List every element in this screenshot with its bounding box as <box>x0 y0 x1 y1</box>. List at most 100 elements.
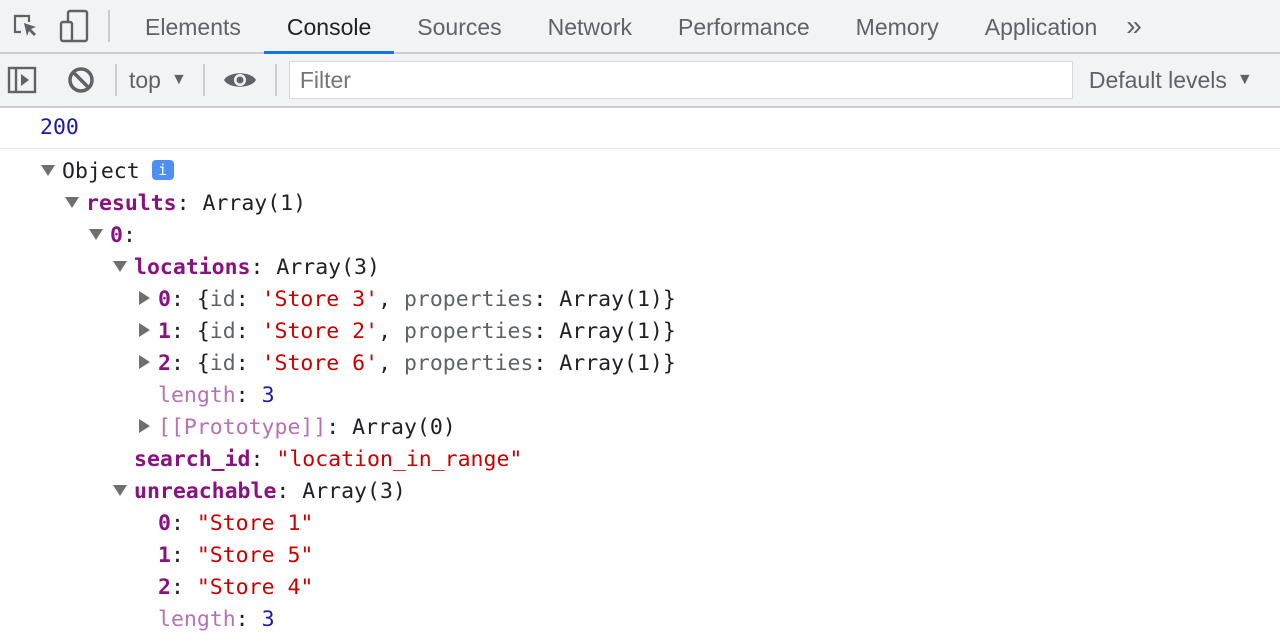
collapsed-triangle-icon[interactable] <box>139 419 150 433</box>
key-separator: : <box>276 479 303 504</box>
tree-row: length: 3 <box>0 380 1280 412</box>
property-key: 0 <box>110 223 123 248</box>
tab-application[interactable]: Application <box>984 14 1098 40</box>
property-value: "Store 4" <box>196 575 314 600</box>
property-key: [[Prototype]] <box>158 415 327 440</box>
property-value: 'Store 3' <box>261 287 379 312</box>
key-separator: : <box>250 447 277 472</box>
property-value: : Array(1)} <box>533 351 676 376</box>
tab-console[interactable]: Console <box>263 0 395 54</box>
collapsed-triangle-icon[interactable] <box>139 355 150 369</box>
key-separator: : <box>170 287 197 312</box>
collapsed-triangle-icon[interactable] <box>139 291 150 305</box>
expanded-triangle-icon[interactable] <box>89 228 103 240</box>
expanded-triangle-icon[interactable] <box>113 484 127 496</box>
property-value: 3 <box>261 383 275 408</box>
log-levels-dropdown[interactable]: Default levels ▼ <box>1089 67 1253 94</box>
property-value: 'Store 2' <box>261 319 379 344</box>
tree-row: length: 3 <box>0 604 1280 636</box>
tree-row[interactable]: 1: {id: 'Store 2', properties: Array(1)} <box>0 316 1280 348</box>
tree-row: 0: "Store 1" <box>0 508 1280 540</box>
log-levels-label: Default levels <box>1088 66 1227 93</box>
property-value: 'Store 6' <box>261 351 379 376</box>
property-key: unreachable <box>134 479 277 504</box>
device-toolbar-icon[interactable] <box>58 9 90 43</box>
property-value: Array(3) <box>302 479 406 504</box>
divider <box>202 64 205 96</box>
context-label: top <box>129 66 161 93</box>
filter-input[interactable] <box>288 61 1073 99</box>
property-value: { <box>196 287 210 312</box>
inspect-element-icon[interactable] <box>10 11 40 41</box>
live-expression-eye-icon[interactable] <box>223 69 257 91</box>
property-value: "Store 5" <box>196 543 314 568</box>
sidebar-toggle-icon[interactable] <box>7 66 37 94</box>
property-key: 0 <box>158 287 171 312</box>
property-key: search_id <box>134 447 251 472</box>
tree-row[interactable]: [[Prototype]]: Array(0) <box>0 412 1280 444</box>
property-value: 3 <box>261 607 275 632</box>
clear-console-icon[interactable] <box>67 66 95 94</box>
divider <box>274 64 277 96</box>
tree-row[interactable]: results: Array(1) <box>0 188 1280 220</box>
key-separator: : <box>170 575 197 600</box>
property-value: id <box>209 319 236 344</box>
info-icon[interactable]: i <box>151 160 174 180</box>
key-separator: : <box>170 319 197 344</box>
property-value: { <box>196 351 210 376</box>
collapsed-triangle-icon[interactable] <box>139 323 150 337</box>
devtools-tabbar: Elements Console Sources Network Perform… <box>0 0 1280 54</box>
property-value: id <box>209 287 236 312</box>
property-key: length <box>158 607 236 632</box>
property-value: : Array(1)} <box>533 287 676 312</box>
key-separator: : <box>176 191 203 216</box>
context-selector[interactable]: top ▼ <box>125 67 191 94</box>
key-separator: : <box>250 255 277 280</box>
divider <box>115 64 117 96</box>
console-toolbar: top ▼ Default levels ▼ <box>0 54 1280 108</box>
tree-row[interactable]: 0: {id: 'Store 3', properties: Array(1)} <box>0 284 1280 316</box>
property-key: locations <box>134 255 251 280</box>
property-value: properties <box>403 287 534 312</box>
tree-row: search_id: "location_in_range" <box>0 444 1280 476</box>
tree-row[interactable]: 2: {id: 'Store 6', properties: Array(1)} <box>0 348 1280 380</box>
tab-network[interactable]: Network <box>547 14 632 40</box>
tab-memory[interactable]: Memory <box>855 14 939 40</box>
property-key: 0 <box>158 511 171 536</box>
property-value: , <box>378 319 404 344</box>
property-key: length <box>158 383 236 408</box>
tree-row[interactable]: 0: <box>0 220 1280 252</box>
tree-row[interactable]: locations: Array(3) <box>0 252 1280 284</box>
key-separator: : <box>235 383 262 408</box>
expanded-triangle-icon[interactable] <box>65 196 79 208</box>
property-key: 2 <box>158 351 171 376</box>
key-separator: : <box>170 351 197 376</box>
tree-row[interactable]: unreachable: Array(3) <box>0 476 1280 508</box>
tab-elements[interactable]: Elements <box>145 14 241 40</box>
property-value: : <box>235 287 262 312</box>
console-message-number: 200 <box>0 108 1280 149</box>
tab-performance[interactable]: Performance <box>678 14 810 40</box>
property-key: 1 <box>158 319 171 344</box>
key-separator: : <box>122 223 136 248</box>
property-value: : <box>235 351 262 376</box>
property-value: "Store 1" <box>196 511 314 536</box>
key-separator: : <box>235 607 262 632</box>
property-value: , <box>378 351 404 376</box>
more-tabs-chevron-icon[interactable]: » <box>1126 10 1142 41</box>
property-value: "location_in_range" <box>276 447 523 472</box>
tree-row: 1: "Store 5" <box>0 540 1280 572</box>
tab-sources[interactable]: Sources <box>417 14 502 40</box>
property-value: : <box>235 319 262 344</box>
property-value: properties <box>403 351 534 376</box>
property-value: Array(0) <box>352 415 456 440</box>
expanded-triangle-icon[interactable] <box>113 260 127 272</box>
expanded-triangle-icon[interactable] <box>41 164 55 176</box>
property-value: : Array(1)} <box>533 319 676 344</box>
key-separator: : <box>170 511 197 536</box>
property-value: Array(3) <box>276 255 380 280</box>
property-key: 2 <box>158 575 171 600</box>
